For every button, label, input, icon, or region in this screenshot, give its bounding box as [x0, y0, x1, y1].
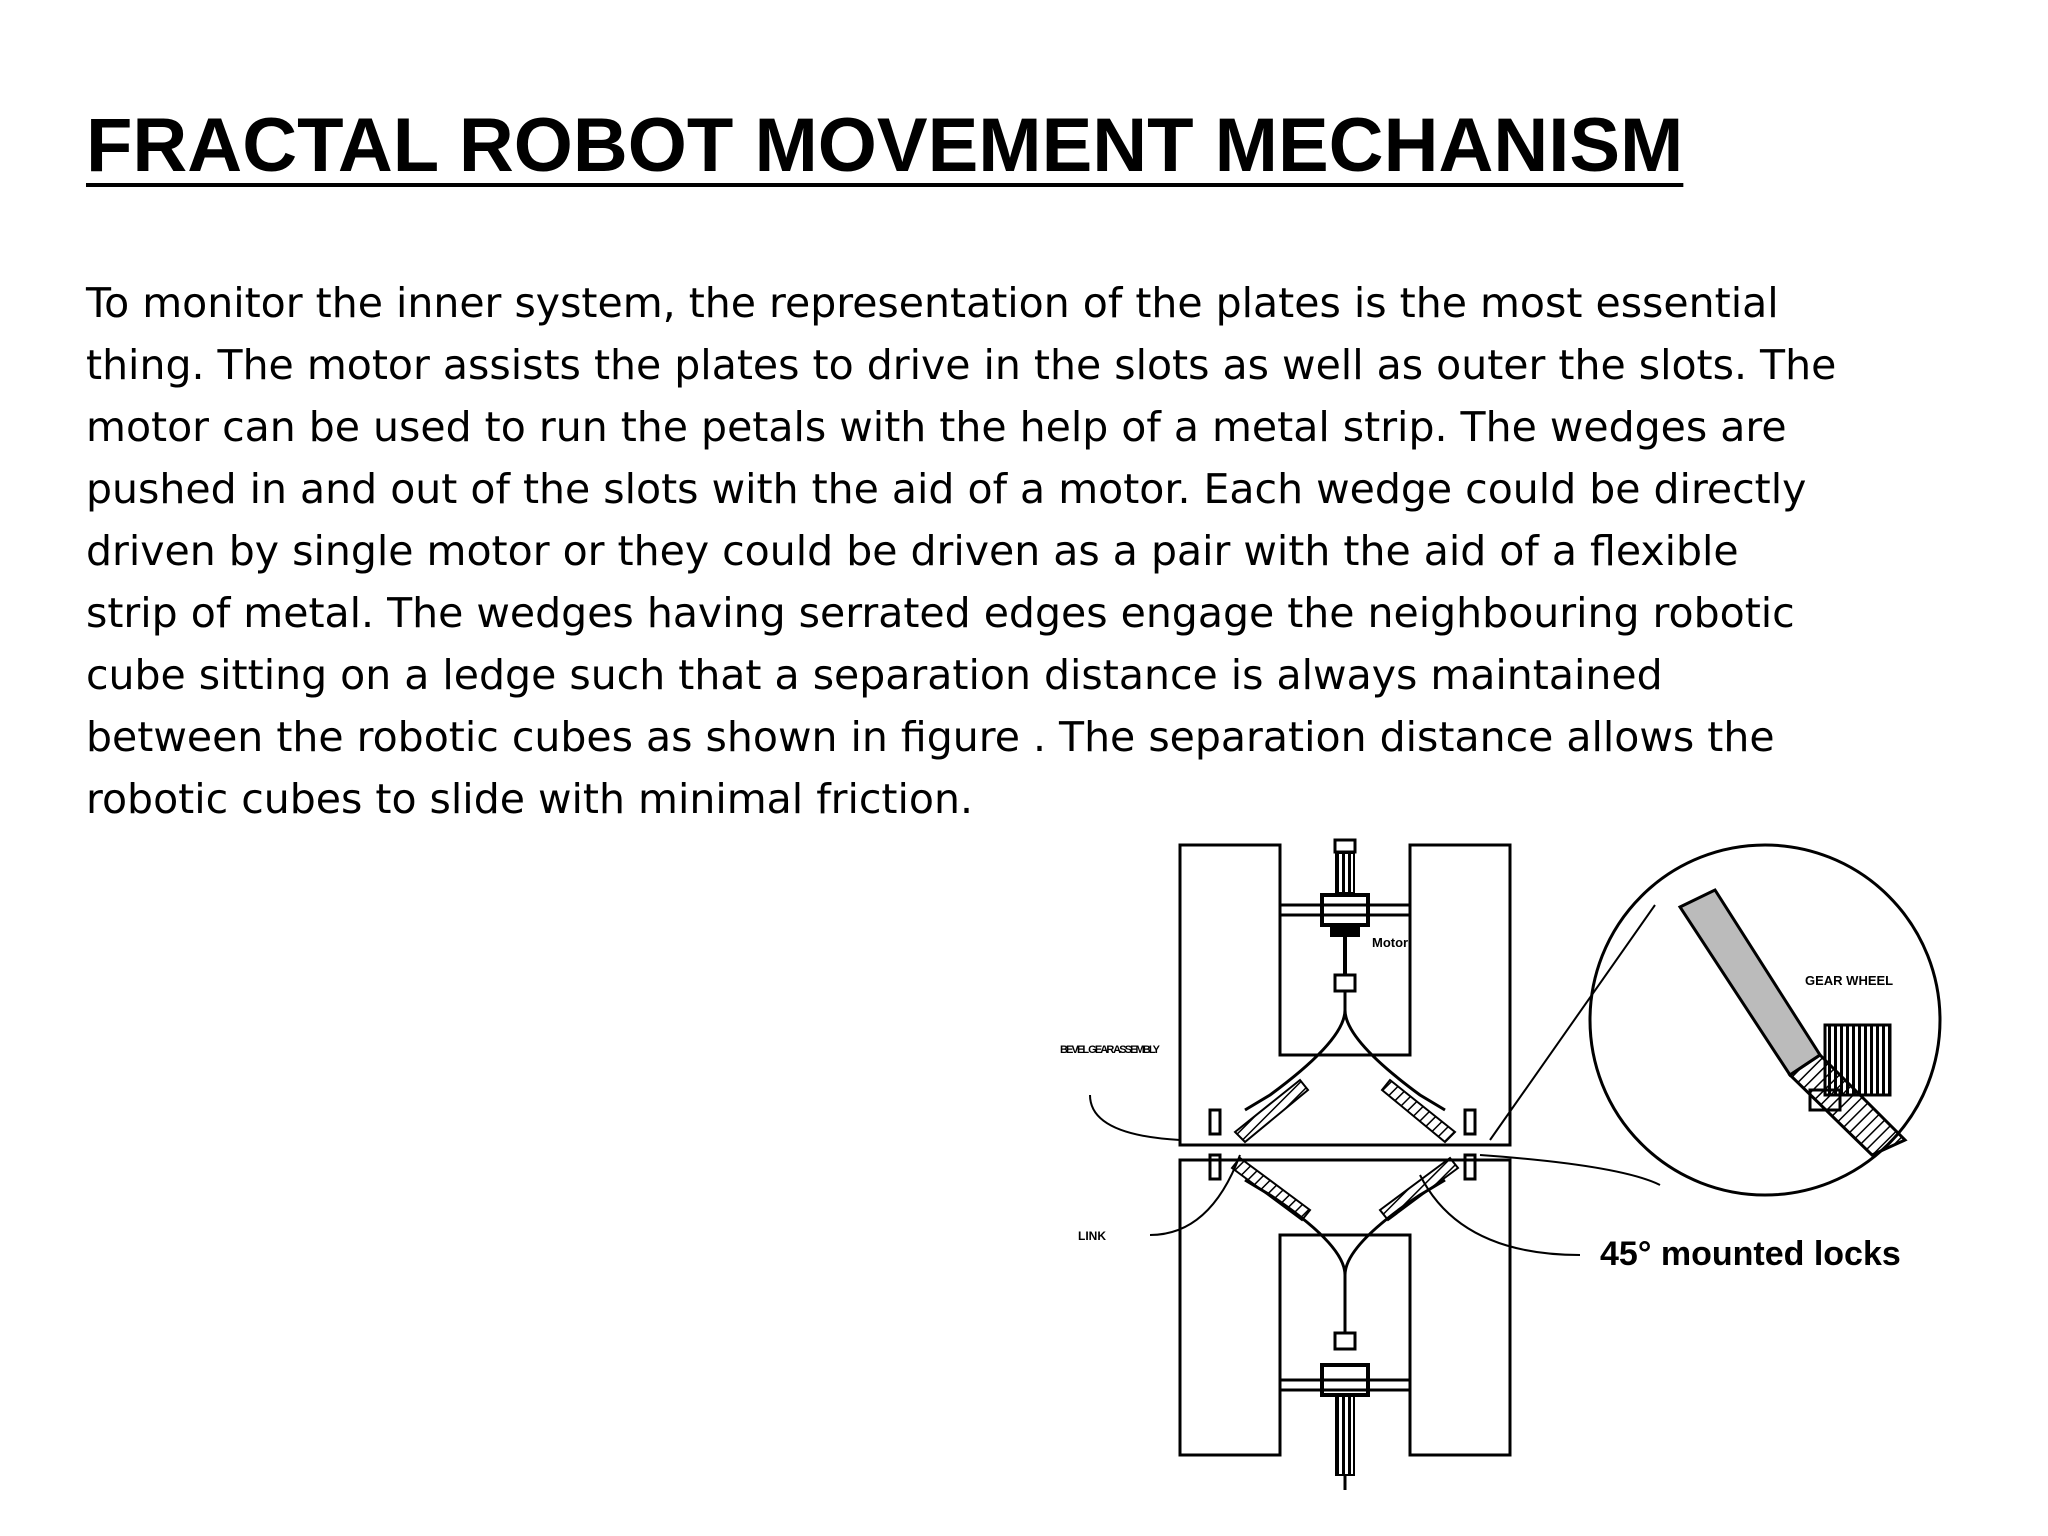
upper-rail — [1280, 903, 1410, 917]
body-line: driven by single motor or they could be … — [86, 527, 1739, 575]
body-line: cube sitting on a ledge such that a sepa… — [86, 651, 1663, 699]
body-line: thing. The motor assists the plates to d… — [86, 341, 1837, 389]
body-line: between the robotic cubes as shown in fi… — [86, 713, 1775, 761]
link-label: LINK — [1078, 1229, 1106, 1243]
wedges — [1230, 1078, 1460, 1222]
body-paragraph: To monitor the inner system, the represe… — [86, 272, 1986, 830]
body-line: strip of metal. The wedges having serrat… — [86, 589, 1795, 637]
side-locks — [1208, 1108, 1477, 1181]
motor-label: Motor — [1372, 935, 1408, 950]
body-line: robotic cubes to slide with minimal fric… — [86, 775, 973, 823]
upper-screw — [1320, 838, 1370, 1010]
mechanism-diagram: Motor BEVEL GEAR ASSEMBLY LINK GEAR WHEE… — [1060, 835, 1960, 1495]
detail-circle — [1588, 843, 1942, 1197]
lower-rail — [1280, 1378, 1410, 1392]
gear-wheel-label: GEAR WHEEL — [1805, 973, 1893, 988]
lower-screw — [1320, 1275, 1370, 1490]
diamond-linkage — [1180, 1009, 1510, 1276]
lower-cube — [1178, 1158, 1512, 1457]
body-line: pushed in and out of the slots with the … — [86, 465, 1807, 513]
body-line: To monitor the inner system, the represe… — [86, 279, 1779, 327]
bevel-gear-label: BEVEL GEAR ASSEMBLY — [1060, 1044, 1161, 1056]
leader-lines — [1089, 904, 1661, 1256]
mounted-locks-label: 45° mounted locks — [1600, 1235, 1901, 1273]
body-line: motor can be used to run the petals with… — [86, 403, 1787, 451]
slide-title: FRACTAL ROBOT MOVEMENT MECHANISM — [86, 103, 1684, 188]
mechanism-diagram-svg: Motor BEVEL GEAR ASSEMBLY LINK GEAR WHEE… — [1060, 838, 1942, 1490]
